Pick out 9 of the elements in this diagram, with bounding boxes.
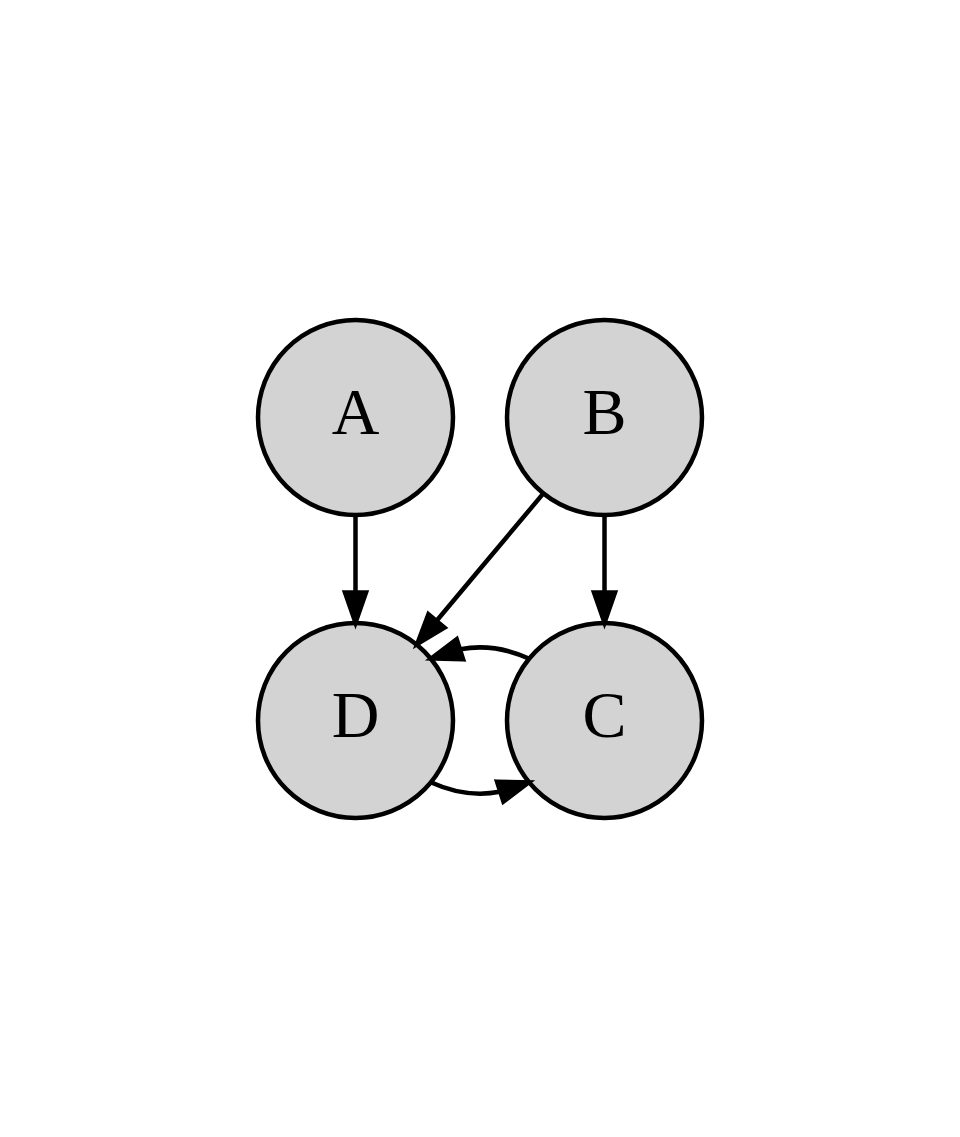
- arrow: [430, 778, 536, 805]
- node-circle: A: [255, 317, 456, 517]
- node-circle: C: [504, 620, 705, 820]
- arrow: [341, 514, 370, 629]
- arrow: [590, 514, 619, 629]
- arrow: [424, 635, 530, 662]
- node-circle: D: [255, 620, 456, 820]
- arrow: [412, 491, 545, 649]
- node-circle: B: [504, 317, 705, 517]
